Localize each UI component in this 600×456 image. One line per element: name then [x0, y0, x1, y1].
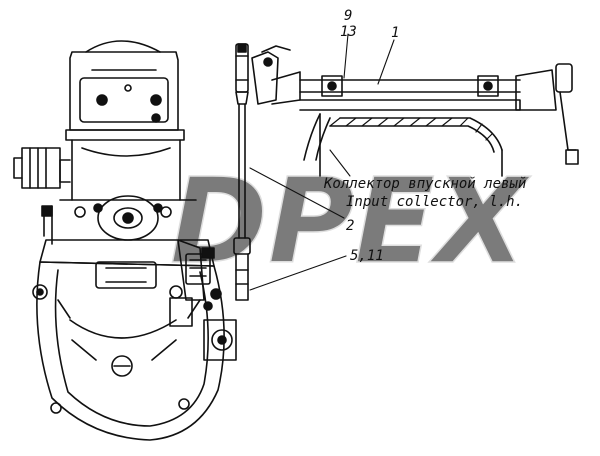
leader-5-11 [249, 255, 347, 291]
callout-5-11: 5,11 [350, 248, 384, 264]
watermark: DPEX [169, 151, 532, 291]
watermark-text: DPEX [170, 152, 531, 290]
callout-2: 2 [346, 218, 354, 234]
link-rod [233, 43, 251, 301]
top-cover [69, 51, 179, 131]
leader-2 [249, 167, 345, 219]
input-collector [303, 113, 503, 177]
leader-lines [249, 33, 395, 291]
callout-9: 9 [344, 8, 352, 24]
callout-13: 13 [340, 24, 357, 40]
caption-ru: Коллектор впускной левый [323, 176, 526, 192]
leader-caption [329, 149, 351, 177]
lever-assembly [251, 45, 579, 165]
leader-9-13 [343, 33, 349, 79]
callout-1: 1 [391, 25, 399, 41]
caption-en: Input collector, l.h. [346, 194, 523, 210]
pump-housing [13, 40, 225, 441]
side-bracket [169, 239, 237, 361]
leader-1 [377, 39, 395, 85]
